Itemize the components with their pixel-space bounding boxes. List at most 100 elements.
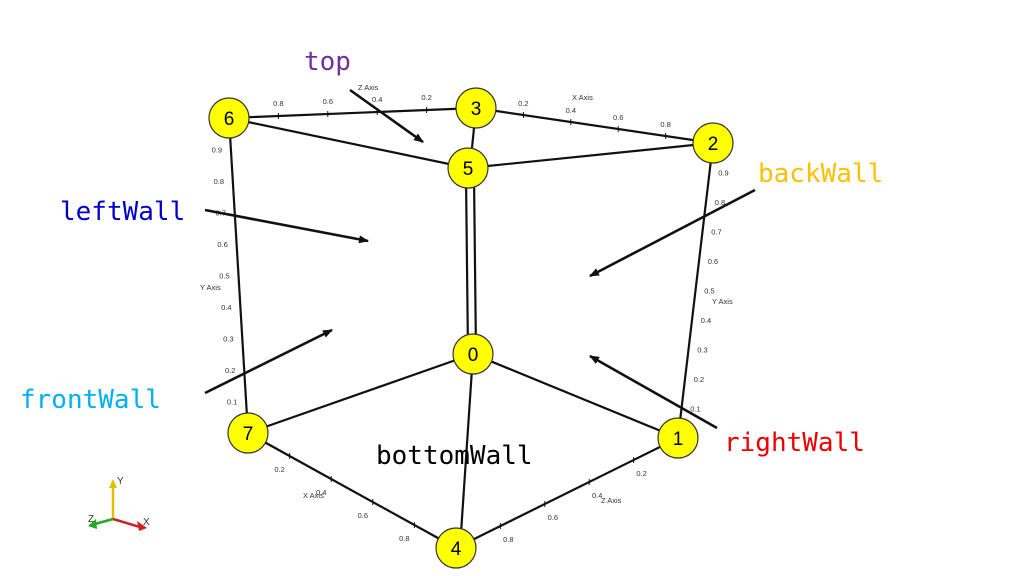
vertex-1: 1	[657, 417, 699, 459]
right-y-tick-label: 0.9	[718, 169, 728, 178]
vertex-2: 2	[692, 122, 734, 164]
vertex-marker	[452, 333, 494, 375]
pointer-arrows	[204, 88, 756, 430]
left-wall-label: leftWall	[60, 197, 185, 227]
vertex-4: 4	[435, 527, 477, 569]
vertex-6: 6	[208, 97, 250, 139]
top-x-tick-label: 0.2	[518, 99, 528, 108]
vertex-label: 7	[243, 424, 254, 445]
vertex-marker	[435, 527, 477, 569]
right-y-tick-label: 0.7	[711, 228, 721, 237]
edge-5-0-b	[472, 175, 478, 355]
top-z-tick-label: 0.8	[273, 99, 283, 108]
left-y-tick-label: 0.6	[217, 240, 227, 249]
top-z-axis-name: Z Axis	[358, 83, 379, 92]
bottom-x-tick-label: 0.4	[316, 488, 326, 497]
axis-ticks: 0.8 0.6 0.4 0.2 0.2 0.4 0.6 0.8 0.9 0.8 0.7 0.6 0.5 0…	[212, 93, 729, 544]
top-x-tick-label: 0.8	[660, 120, 670, 129]
top-z-tick-label: 0.4	[372, 95, 382, 104]
edge-0-4	[458, 353, 475, 549]
triad-x-arrowhead	[137, 521, 147, 531]
vertex-label: 3	[471, 99, 482, 120]
top-label: top	[304, 47, 351, 77]
right-y-tick-label: 0.6	[708, 257, 718, 266]
right-y-axis-name: Y Axis	[712, 297, 733, 306]
axis-names: Z Axis X Axis Y Axis Y Axis X Axis Z Axi…	[200, 83, 733, 505]
bottom-wall-label: bottomWall	[376, 441, 533, 471]
triad-x-axis	[112, 517, 141, 529]
right-y-tick-label: 0.5	[704, 287, 714, 296]
frontwall-arrow	[204, 328, 333, 395]
leftwall-arrow	[204, 208, 369, 244]
triad-z-label: Z	[88, 514, 94, 525]
edge-4-1	[455, 437, 679, 549]
edge-5-2	[467, 141, 714, 170]
bottom-z-tick-label: 0.6	[548, 513, 558, 522]
vertex-marker	[227, 412, 269, 454]
vertex-marker	[208, 97, 250, 139]
vertex-0: 0	[452, 333, 494, 375]
edge-0-1	[472, 352, 679, 440]
left-y-axis-name: Y Axis	[200, 283, 221, 292]
vertex-marker	[455, 87, 497, 129]
edge-7-0	[247, 352, 474, 435]
edge-3-2	[475, 106, 714, 145]
bottom-z-tick-label: 0.8	[503, 535, 513, 544]
right-y-tick-label: 0.2	[694, 375, 704, 384]
vertex-marker	[657, 417, 699, 459]
right-y-tick-label: 0.1	[690, 405, 700, 414]
right-wall-label: rightWall	[724, 428, 865, 458]
vertices: 6 3 2 5 0 7 1 4	[208, 87, 734, 569]
right-y-tick-label: 0.3	[697, 346, 707, 355]
right-y-tick-label: 0.8	[715, 198, 725, 207]
bottom-z-tick-label: 0.2	[636, 469, 646, 478]
edge-5-0-a	[464, 175, 470, 355]
bottom-z-tick-label: 0.4	[592, 491, 602, 500]
vertex-label: 2	[708, 134, 719, 155]
left-y-tick-label: 0.2	[225, 366, 235, 375]
top-arrow	[349, 88, 424, 144]
left-y-tick-label: 0.8	[214, 177, 224, 186]
triad-y-label: Y	[117, 476, 124, 487]
front-wall-label: frontWall	[20, 385, 161, 415]
left-y-tick-label: 0.3	[223, 335, 233, 344]
triad-x-label: X	[143, 517, 150, 528]
top-x-tick-label: 0.6	[613, 113, 623, 122]
left-y-tick-label: 0.1	[227, 398, 237, 407]
backwall-arrow	[589, 188, 756, 278]
vertex-label: 0	[468, 345, 479, 366]
bottom-z-axis-name: Z Axis	[601, 496, 622, 505]
rightwall-arrow	[589, 354, 718, 430]
top-x-axis-name: X Axis	[572, 93, 593, 102]
left-y-tick-label: 0.4	[221, 303, 231, 312]
triad-z-axis	[94, 517, 114, 526]
triad-y-arrowhead	[109, 479, 117, 488]
vertex-5: 5	[447, 147, 489, 189]
vertex-label: 1	[673, 429, 684, 450]
back-wall-label: backWall	[758, 159, 883, 189]
vertex-label: 5	[463, 159, 474, 180]
edge-6-3	[228, 106, 477, 120]
bottom-x-axis-name: X Axis	[303, 491, 324, 500]
orientation-triad: Y X Z	[88, 476, 150, 531]
vertex-label: 4	[451, 539, 462, 560]
vertex-3: 3	[455, 87, 497, 129]
top-z-tick-label: 0.6	[323, 97, 333, 106]
right-y-tick-label: 0.4	[701, 316, 711, 325]
bottom-x-tick-label: 0.8	[399, 534, 409, 543]
cube-edges	[227, 106, 715, 549]
vertex-7: 7	[227, 412, 269, 454]
left-y-tick-label: 0.5	[219, 272, 229, 281]
bottom-x-tick-label: 0.6	[358, 511, 368, 520]
boundary-labels: top leftWall backWall frontWall rightWal…	[20, 47, 883, 471]
left-y-tick-label: 0.9	[212, 146, 222, 155]
vertex-marker	[447, 147, 489, 189]
bottom-x-tick-label: 0.2	[274, 465, 284, 474]
top-x-tick-label: 0.4	[566, 106, 576, 115]
top-z-tick-label: 0.2	[421, 93, 431, 102]
edge-7-4	[247, 432, 457, 549]
vertex-marker	[692, 122, 734, 164]
edge-6-5	[228, 116, 469, 170]
triad-z-arrowhead	[88, 519, 97, 529]
